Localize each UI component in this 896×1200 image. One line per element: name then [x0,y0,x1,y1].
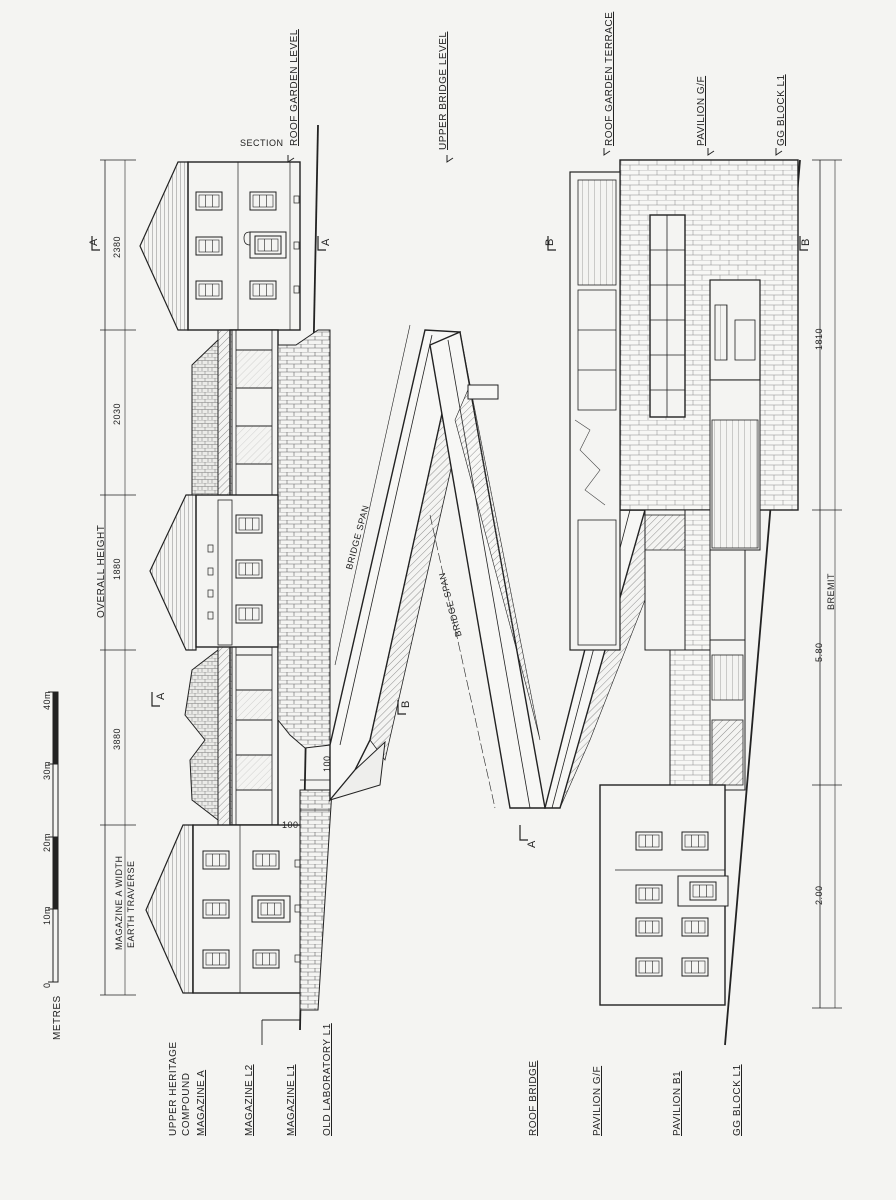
section-mark-b-3: B [400,700,412,708]
bottom-label-magazine-a: MAGAZINE A [196,1069,207,1136]
bottom-label-pavilion-gf: PAVILION G/F [592,1065,603,1136]
bottom-label-pavilion-b1: PAVILION B1 [672,1070,683,1136]
bottom-label-roof-bridge: ROOF BRIDGE [528,1060,539,1136]
scale-tick-10: 10m [42,905,52,925]
section-markers [91,236,808,841]
scale-tick-30: 30m [42,760,52,780]
dim-left-3: 1880 [112,557,122,580]
section-mark-b-2: B [800,238,812,246]
section-label: SECTION [240,138,284,148]
level-upper-bridge: UPPER BRIDGE LEVEL [438,31,449,150]
level-gg-block-l1: GG BLOCK L1 [776,74,787,146]
bottom-label-gg-block: GG BLOCK L1 [732,1064,743,1136]
magazine-note-line2: EARTH TRAVERSE [126,860,136,948]
section-mark-a-4: A [526,840,538,848]
level-pavilion-gf: PAVILION G/F [696,75,707,146]
scale-bar [48,691,59,983]
section-mark-a-3: A [155,692,167,700]
dim-left-2: 2030 [112,402,122,425]
dim-left-1: 2380 [112,235,122,258]
dim-right-2: 5.80 [814,642,824,662]
dim-left-4: 3880 [112,727,122,750]
level-roof-garden: ROOF GARDEN LEVEL [289,29,300,146]
dim-right-3: 2.00 [814,885,824,905]
small-dim-1: 100 [322,755,332,772]
dim-right-1: 1810 [814,327,824,350]
section-mark-b-1: B [544,238,556,246]
dim-right-label: BREMIT [826,572,836,610]
level-roof-garden-terrace: ROOF GARDEN TERRACE [604,11,615,146]
scale-tick-20: 20m [42,832,52,852]
overall-height-label: OVERALL HEIGHT [96,524,107,618]
magazine-note-line1: MAGAZINE A WIDTH [114,855,124,950]
bottom-label-old-laboratory: OLD LABORATORY L1 [322,1023,333,1136]
section-mark-a-1: A [88,238,100,246]
pavilion-gg-block [569,159,842,1046]
bottom-label-upper-heritage-1: UPPER HERITAGE [168,1041,179,1136]
small-dim-2: 100 [282,820,299,830]
bottom-label-upper-heritage-2: COMPOUND [181,1072,192,1136]
section-mark-a-2: A [320,238,332,246]
scale-tick-0: 0 [42,982,52,988]
heritage-compound [100,124,333,1031]
bottom-label-magazine-l1: MAGAZINE L1 [286,1064,297,1136]
scale-tick-40: 40m [42,690,52,710]
bottom-label-magazine-l2: MAGAZINE L2 [244,1064,255,1136]
metres-label: METRES [52,995,63,1040]
